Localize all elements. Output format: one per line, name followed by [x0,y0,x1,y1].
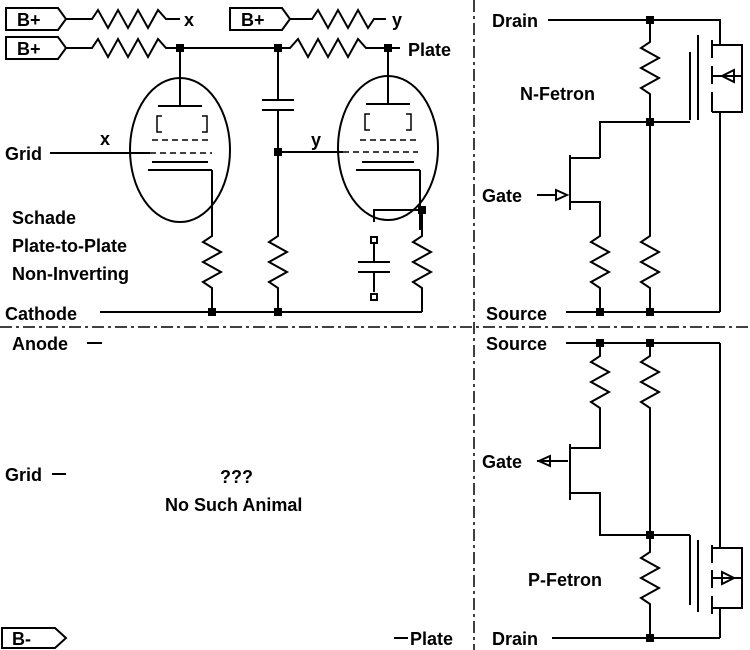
p-fetron-label: P-Fetron [528,570,602,590]
n-fetron-label: N-Fetron [520,84,595,104]
bias-resistor [638,122,662,312]
junction [596,308,604,316]
no-such-animal-panel: Anode Grid ??? No Such Animal B- Plate [1,334,453,649]
cathode-resistor-left [200,230,224,312]
b-plus-label-1: B+ [17,10,41,30]
b-minus-label: B- [12,629,31,649]
bias-resistor-p [638,343,662,535]
question-marks: ??? [220,467,253,487]
grid-label-bottom: Grid [5,465,42,485]
source-label-bottom: Source [486,334,547,354]
x-label-top: x [184,10,194,30]
drain-label-top: Drain [492,11,538,31]
x-label-tube: x [100,129,110,149]
b-plus-label-2: B+ [241,10,265,30]
b-plus-label-3: B+ [17,39,41,59]
junction [646,308,654,316]
drain-resistor-p [638,535,662,638]
open-terminal [370,236,378,244]
plate-bus [66,36,400,60]
gate-label-top: Gate [482,186,522,206]
y-label-tube: y [311,130,321,150]
p-fetron-circuit: Source Gate P-Fetron Drain [482,334,743,649]
b-plus-terminal-3 [5,36,68,60]
source-resistor-p [588,343,612,420]
grid-label-top: Grid [5,144,42,164]
vacuum-tube-right [337,75,439,221]
anode-label: Anode [12,334,68,354]
drain-label-bottom: Drain [492,629,538,649]
n-fetron-circuit: Drain N-Fetron Gate Source [482,11,743,324]
gate-arrow-p [536,454,551,468]
resistor-x [66,7,180,31]
plate-label-bottom: Plate [410,629,453,649]
vacuum-tube-left [129,77,231,223]
gate-arrow [555,188,570,202]
non-inverting-label: Non-Inverting [12,264,129,284]
y-label-top: y [392,10,402,30]
schade-circuit: B+ x B+ y B+ Plate Grid x [5,7,451,324]
b-plus-terminal-2 [229,7,292,31]
plate-label-top: Plate [408,40,451,60]
junction [646,634,654,642]
b-plus-terminal-1 [5,7,68,31]
cathode-resistor-right [410,214,434,312]
mosfet-arrow-p [721,570,737,586]
resistor-y [290,7,386,31]
drain-resistor [638,20,662,122]
no-such-animal-label: No Such Animal [165,495,302,515]
source-resistor [588,230,612,312]
b-minus-terminal [1,627,68,649]
schade-label: Schade [12,208,76,228]
gate-label-bottom: Gate [482,452,522,472]
plate-to-plate-label: Plate-to-Plate [12,236,127,256]
source-label-top: Source [486,304,547,324]
junction [208,308,216,316]
open-terminal [370,293,378,301]
grid-resistor [266,230,290,312]
junction [274,308,282,316]
cathode-label: Cathode [5,304,77,324]
